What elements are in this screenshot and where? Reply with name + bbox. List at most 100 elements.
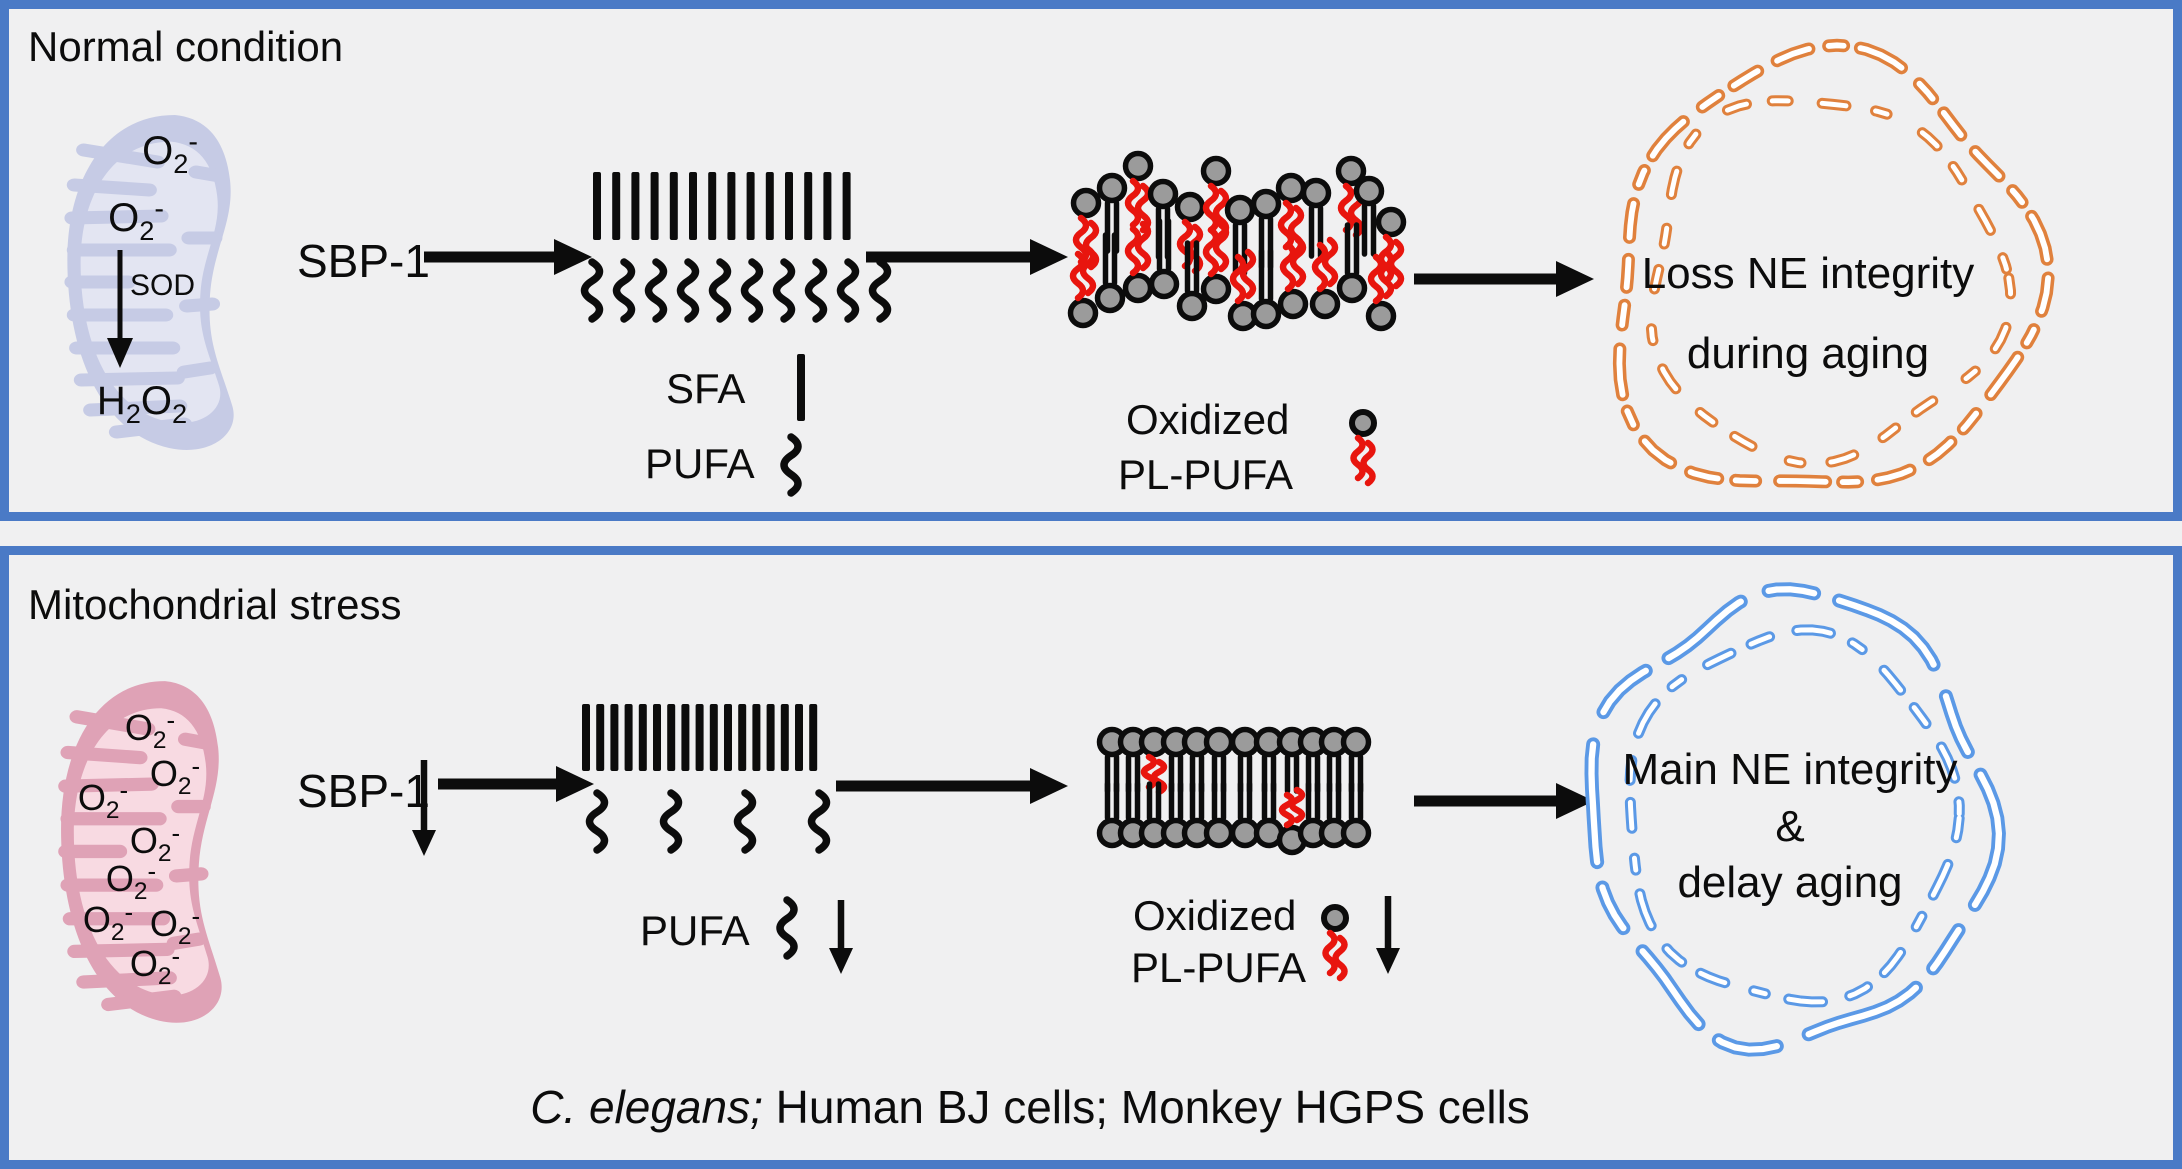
sfa-pool-bottom <box>582 704 818 771</box>
oxidized-pufa-tail <box>1212 221 1230 273</box>
lipid-head <box>1340 726 1372 758</box>
oxidized-pl-pufa-icon-top-tail <box>1350 434 1366 482</box>
hydrogen-peroxide-label: H2O2 <box>96 379 188 429</box>
lipid-head <box>1200 273 1232 305</box>
sfa-bar <box>689 172 697 240</box>
ne-main-text-line1: Main NE integrity <box>1622 745 1958 794</box>
oxidized-pl-pufa-icon-bottom <box>1321 904 1349 982</box>
oxidized-pl-pufa-icon-bottom-tail <box>1332 934 1348 982</box>
oxidized-label-top-line1: Oxidized <box>1126 396 1290 443</box>
oxidized-pufa-tail <box>1079 245 1097 297</box>
oxidized-pufa-tail <box>1337 182 1355 234</box>
pufa-squiggle <box>612 258 636 323</box>
pufa-legend-label-top: PUFA <box>645 440 755 487</box>
caption-cell-lines: Human BJ cells; Monkey HGPS cells <box>762 1081 1530 1133</box>
arrow-fa-to-membrane-bottom-head <box>1030 768 1068 804</box>
lipid-head <box>1336 272 1368 304</box>
sfa-bar <box>804 172 813 240</box>
oxidized-pufa-tail <box>1124 177 1142 229</box>
superoxide-label: O2- <box>149 752 201 801</box>
lipid-head <box>1067 297 1099 329</box>
mitochondrion-normal-crista <box>73 371 185 387</box>
lipid-head <box>1148 268 1180 300</box>
arrow-membrane-to-ne-top-head <box>1556 261 1594 297</box>
lipid-head <box>1250 298 1282 330</box>
pufa-legend-icon-top <box>780 433 802 497</box>
oxidized-pufa-tail <box>1229 253 1247 305</box>
oxidized-pufa-tail <box>1278 791 1296 829</box>
mitochondrion-stress <box>58 681 222 1023</box>
superoxide-label: O2- <box>82 898 134 947</box>
oxidized-pufa-tail <box>1202 226 1220 278</box>
arrow-sbp1-to-fa-bottom-head <box>556 766 594 802</box>
mitochondrion-stress-crista <box>76 971 177 989</box>
pufa-squiggle <box>580 258 604 323</box>
oxidized-pufa-tail <box>1279 241 1297 293</box>
oxidized-label-top-line2: PL-PUFA <box>1118 451 1294 498</box>
superoxide-label: O2- <box>142 126 198 179</box>
sfa-bar <box>624 704 633 771</box>
sfa-bar <box>631 172 640 240</box>
lipid-head <box>1094 282 1126 314</box>
panel-normal-condition <box>0 0 2182 521</box>
lipid-head <box>1147 178 1179 210</box>
superoxide-label: O2- <box>124 706 176 755</box>
sfa-bar <box>809 704 818 771</box>
superoxide-label: O2- <box>77 776 129 825</box>
panel-title-stress: Mitochondrial stress <box>28 581 402 628</box>
mitochondrion-normal-crista <box>108 417 192 439</box>
arrow-membrane-to-ne-bottom-head <box>1556 783 1594 819</box>
sfa-bar <box>842 172 851 240</box>
pufa-pool-top <box>580 258 892 323</box>
oxidized-label-bottom-line2: PL-PUFA <box>1131 944 1307 991</box>
lipid-head <box>1309 288 1341 320</box>
oxidized-pufa-tail <box>1277 199 1295 251</box>
sfa-bar <box>709 704 718 771</box>
sfa-bar <box>596 704 605 771</box>
mitochondrion-stress-crista <box>177 732 216 750</box>
lipid-head <box>1174 191 1206 223</box>
nuclear-envelope-loss <box>1612 38 2055 489</box>
ne-loss-text-line2: during aging <box>1686 329 1930 378</box>
sfa-bar <box>669 172 678 240</box>
sfa-bar <box>612 172 621 240</box>
sfa-bar <box>823 172 832 240</box>
ne-loss-inner-ring-lumen <box>1648 98 2014 467</box>
oxidized-pufa-tail <box>1069 250 1087 302</box>
superoxide-label: O2- <box>105 857 157 906</box>
mitochondrion-stress-crista <box>58 777 159 793</box>
superoxide-label: O2- <box>129 942 181 991</box>
oxidized-label-bottom-line1: Oxidized <box>1133 892 1297 939</box>
pufa-squiggle <box>836 258 860 323</box>
pufa-squiggle <box>807 789 831 854</box>
sod-down-arrow-head <box>107 338 133 368</box>
model-systems-caption: C. elegans; Human BJ cells; Monkey HGPS … <box>0 1082 2060 1133</box>
superoxide-label: O2- <box>129 819 181 868</box>
sfa-pool-top <box>593 172 851 240</box>
pufa-legend-label-bottom: PUFA <box>640 907 750 954</box>
pufa-squiggle <box>708 258 732 323</box>
sbp1-label-top: SBP-1 <box>297 235 430 287</box>
pufa-squiggle <box>644 258 668 323</box>
ne-membrane-ordered <box>1096 726 1372 856</box>
mitochondrion-normal-crista <box>64 209 169 225</box>
ne-loss-text-line1: Loss NE integrity <box>1641 249 1975 298</box>
oxidized-pufa-tail <box>1072 214 1090 266</box>
pufa-squiggle <box>676 258 700 323</box>
mitochondrion-normal-crista <box>176 361 218 379</box>
lipid-head <box>1335 155 1367 187</box>
sfa-bar <box>593 172 601 240</box>
oxidized-pufa-tail <box>1202 182 1220 234</box>
sfa-bar <box>727 172 736 240</box>
lipid-head <box>1122 150 1154 182</box>
oxidized-pufa-tail <box>1377 248 1395 300</box>
sbp1-decrease-arrow-head <box>412 830 436 856</box>
oxidized-pl-pufa-icon-top-head <box>1349 409 1377 437</box>
ne-main-inner-ring-lumen <box>1627 627 1962 1005</box>
pufa-decrease-arrow-head <box>829 948 853 974</box>
lipid-head <box>1096 172 1128 204</box>
sod-arrow <box>107 250 133 368</box>
lipid-head <box>1353 175 1385 207</box>
lipid-head <box>1250 188 1282 220</box>
